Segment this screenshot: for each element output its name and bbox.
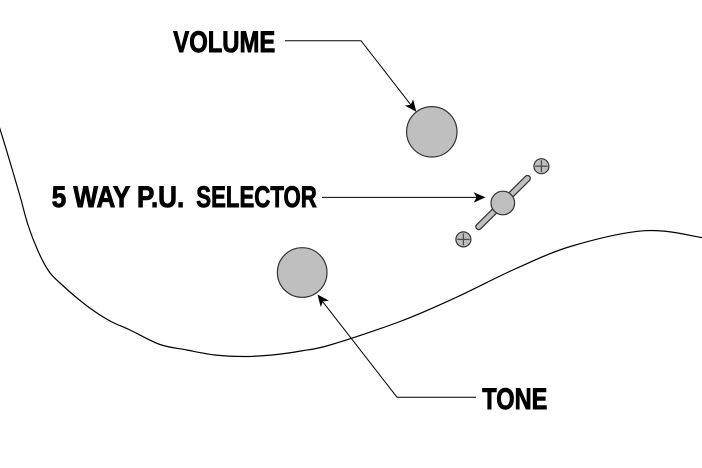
svg-text:VOLUME: VOLUME	[173, 26, 275, 59]
svg-text:5 WAY P.U.SELECTOR: 5 WAY P.U.SELECTOR	[52, 181, 317, 214]
svg-text:TONE: TONE	[482, 383, 547, 416]
